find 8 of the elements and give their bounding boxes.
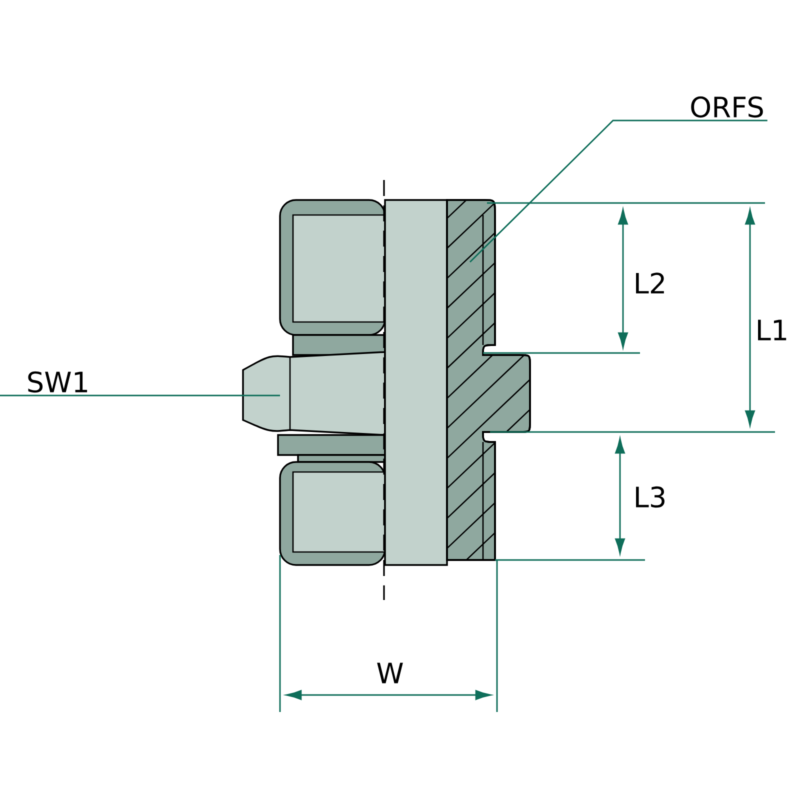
part-label: ORFS	[691, 96, 763, 118]
dimension-label: L2	[636, 272, 664, 294]
leader-line	[0, 394, 280, 396]
dimension-label: L3	[636, 486, 664, 508]
part-label: SW1	[28, 371, 88, 393]
leader-line	[469, 120, 768, 263]
dimension-label: L1	[758, 320, 786, 340]
dimension-label: W	[377, 662, 403, 684]
